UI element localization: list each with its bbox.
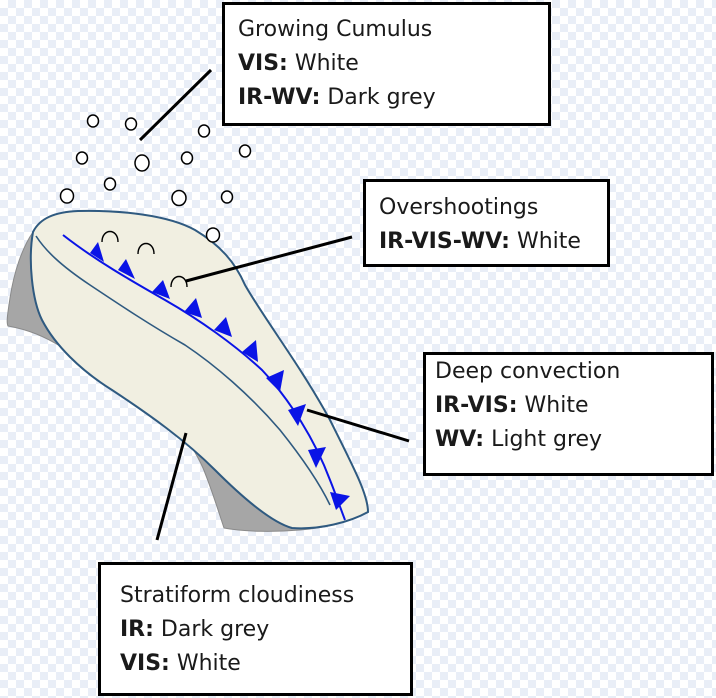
front-triangle (152, 280, 170, 299)
cloud-inner-outline (35, 235, 331, 506)
box-title: Deep convection (435, 359, 621, 384)
bubble (197, 124, 211, 138)
leader-line-overshoot (185, 235, 353, 283)
growing-cumulus-box: Growing Cumulus VIS: White IR-WV: Dark g… (222, 2, 551, 126)
channel-value: Light grey (484, 427, 603, 452)
convection-front (62, 234, 350, 521)
box-row: IR-WV: Dark grey (238, 81, 548, 115)
channel-label: VIS: (238, 51, 288, 76)
front-triangle (330, 492, 350, 510)
bubble (124, 117, 138, 131)
leader-line-strat (155, 432, 188, 541)
box-row: IR: Dark grey (120, 613, 410, 647)
front-triangle (308, 447, 326, 468)
channel-label: WV: (435, 427, 485, 452)
channel-value: White (287, 51, 359, 76)
channel-value: White (517, 393, 589, 418)
front-triangle (242, 340, 258, 362)
cumulus-bubbles (59, 114, 252, 243)
leader-lines (138, 68, 410, 541)
bubble (75, 151, 89, 165)
channel-value: Dark grey (153, 617, 270, 642)
front-triangle (288, 404, 306, 426)
bubble (134, 154, 150, 172)
deep-convection-box: Deep convection IR-VIS: White WV: Light … (423, 352, 714, 476)
box-title: Overshootings (379, 195, 539, 220)
bubble (59, 188, 75, 204)
bubble (220, 190, 234, 204)
bubble (205, 227, 221, 243)
bubble (180, 151, 194, 165)
bubble (103, 177, 117, 191)
front-triangle (90, 242, 104, 262)
bubble (171, 189, 187, 207)
box-row: IR-VIS-WV: White (379, 225, 607, 259)
channel-label: IR: (120, 617, 154, 642)
cloud-band (29, 209, 370, 530)
channel-value: White (509, 229, 581, 254)
box-row: IR-VIS: White (435, 389, 711, 423)
channel-label: VIS: (120, 651, 170, 676)
channel-value: Dark grey (320, 85, 436, 110)
box-title: Stratiform cloudiness (120, 583, 355, 608)
front-triangle (118, 259, 135, 279)
bubble (86, 114, 100, 128)
leader-line-cumulus (138, 68, 213, 142)
box-row: WV: Light grey (435, 423, 711, 457)
channel-label: IR-WV: (238, 85, 321, 110)
overshoot-arch (170, 275, 188, 288)
box-row: VIS: White (120, 647, 410, 681)
channel-label: IR-VIS: (435, 393, 518, 418)
box-row: VIS: White (238, 47, 548, 81)
overshoot-arch (137, 242, 155, 255)
front-triangle (184, 298, 202, 318)
channel-value: White (169, 651, 241, 676)
channel-label: IR-VIS-WV: (379, 229, 510, 254)
overshooting-tops (101, 230, 188, 288)
bubble (238, 144, 252, 158)
front-triangle (266, 370, 284, 392)
front-triangle (214, 317, 232, 337)
overshootings-box: Overshootings IR-VIS-WV: White (363, 179, 610, 267)
overshoot-arch (101, 230, 119, 243)
front-line (62, 234, 346, 521)
leader-line-deep (306, 408, 410, 443)
box-title: Growing Cumulus (238, 17, 433, 42)
stratiform-cloudiness-box: Stratiform cloudiness IR: Dark grey VIS:… (98, 562, 413, 696)
